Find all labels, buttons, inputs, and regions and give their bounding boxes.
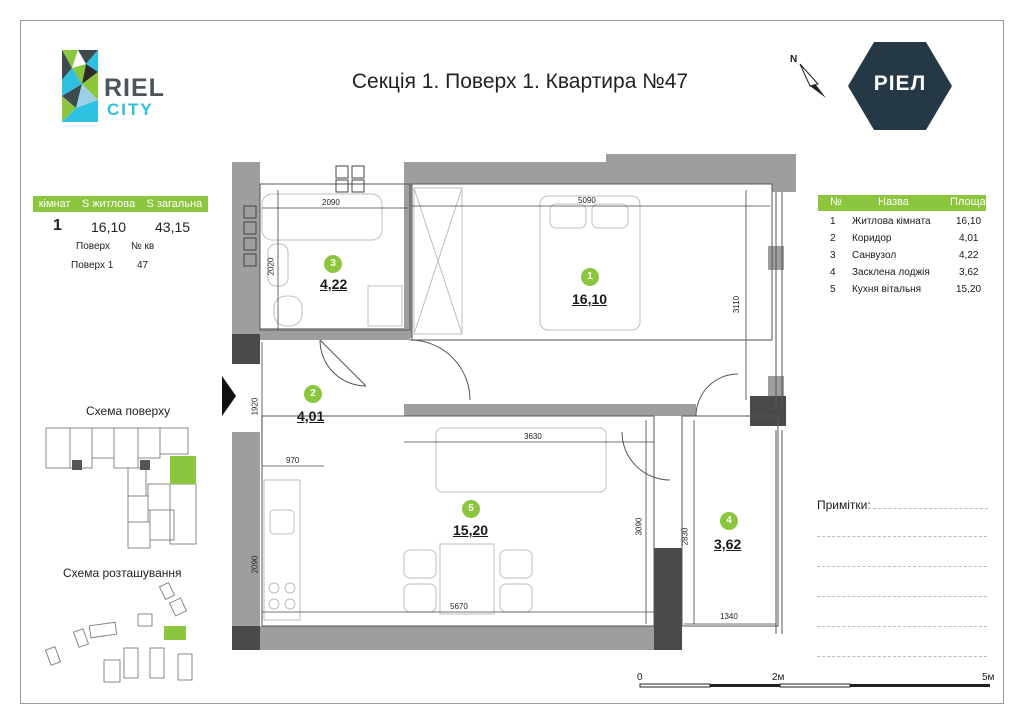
row-name: Санвузол — [852, 250, 897, 261]
summary-living-value: 16,10 — [91, 219, 127, 235]
room-area-label: 16,10 — [572, 291, 608, 307]
logo-main-text: RIEL — [104, 74, 165, 102]
brand-logo-icon — [848, 42, 952, 130]
floor-schema-label: Схема поверху — [86, 404, 171, 418]
row-area: 4,22 — [959, 250, 979, 261]
room-number-badge: 2 — [304, 385, 322, 403]
dimension-label: 3110 — [732, 295, 742, 314]
rooms-table-row: 1 Житлова кімната 16,10 — [818, 213, 986, 230]
scale-mid: 2м — [772, 672, 785, 683]
rooms-header-area: Площа — [950, 196, 986, 208]
summary-header-living: S житлова — [81, 198, 136, 210]
row-name: Заскленa лоджія — [852, 267, 930, 278]
row-num: 5 — [830, 284, 836, 295]
notes-line — [817, 536, 987, 537]
riel-city-logo-icon — [62, 50, 98, 122]
entrance-arrow-icon — [222, 376, 236, 416]
scale-bar — [639, 683, 990, 688]
summary-floor-label: Поверх — [76, 241, 110, 252]
notes-line — [817, 626, 987, 627]
dimension-label: 970 — [286, 456, 300, 465]
dimension-label: 2090 — [250, 555, 260, 574]
rooms-table-row: 4 Заскленa лоджія 3,62 — [818, 264, 986, 281]
scale-end: 5м — [982, 672, 995, 683]
plan-walls — [232, 154, 796, 650]
rooms-header-name: Назва — [878, 196, 909, 208]
notes-line — [817, 596, 987, 597]
dimension-label: 1340 — [720, 612, 738, 621]
row-area: 3,62 — [959, 267, 979, 278]
room-area-label: 4,22 — [320, 276, 348, 292]
summary-header-total: S загальна — [146, 198, 203, 210]
rooms-header-num: № — [830, 196, 842, 208]
room-number-badge: 3 — [324, 255, 342, 273]
dimension-label: 2830 — [680, 527, 690, 546]
rooms-table-row: 5 Кухня вітальня 15,20 — [818, 281, 986, 298]
summary-total-value: 43,15 — [155, 219, 191, 235]
brand-logo-text: РІЕЛ — [873, 72, 927, 95]
room-number-badge: 5 — [462, 500, 480, 518]
north-label: N — [790, 54, 798, 65]
row-area: 15,20 — [956, 284, 982, 295]
dimension-label: 3630 — [524, 432, 542, 441]
summary-apt-label: № кв — [131, 241, 155, 252]
row-num: 1 — [830, 216, 836, 227]
location-schema-image — [44, 582, 193, 683]
summary-rooms-value: 1 — [53, 217, 62, 234]
rooms-table-header: № Назва Площа — [818, 195, 986, 211]
dimension-label: 3090 — [634, 517, 644, 536]
row-area: 4,01 — [959, 233, 979, 244]
scale-zero: 0 — [637, 672, 643, 683]
page-title: Секція 1. Поверх 1. Квартира №47 — [351, 70, 689, 93]
row-num: 4 — [830, 267, 836, 278]
rooms-table-row: 2 Коридор 4,01 — [818, 230, 986, 247]
logo-sub-text: CITY — [107, 100, 154, 119]
notes-label: Примітки: — [817, 498, 871, 512]
sheet-frame — [20, 20, 1004, 704]
row-area: 16,10 — [956, 216, 982, 227]
north-arrow-icon — [799, 63, 826, 98]
summary-header: кімнат S житлова S загальна — [33, 196, 208, 212]
room-area-label: 3,62 — [714, 536, 742, 552]
room-area-label: 15,20 — [453, 522, 489, 538]
summary-floor-value: Поверх 1 — [71, 260, 114, 271]
room-number-badge: 1 — [581, 268, 599, 286]
notes-line — [868, 508, 988, 509]
rooms-table-row: 3 Санвузол 4,22 — [818, 247, 986, 264]
row-num: 2 — [830, 233, 836, 244]
dimension-label: 5670 — [450, 602, 468, 611]
row-name: Житлова кімната — [852, 216, 931, 227]
room-number-badge: 4 — [720, 512, 738, 530]
row-name: Кухня вітальня — [852, 284, 922, 295]
notes-line — [817, 566, 987, 567]
dimension-label: 5090 — [578, 196, 596, 205]
notes-line — [817, 656, 987, 657]
summary-apt-value: 47 — [137, 260, 149, 271]
room-area-label: 4,01 — [297, 408, 325, 424]
dimension-label: 1920 — [250, 397, 260, 416]
dimension-label: 2020 — [266, 257, 276, 276]
location-schema-label: Схема розташування — [63, 566, 182, 580]
row-name: Коридор — [852, 233, 892, 244]
row-num: 3 — [830, 250, 836, 261]
dimension-label: 2090 — [322, 198, 340, 207]
summary-header-rooms: кімнат — [38, 198, 71, 210]
floor-schema-image — [45, 427, 197, 549]
